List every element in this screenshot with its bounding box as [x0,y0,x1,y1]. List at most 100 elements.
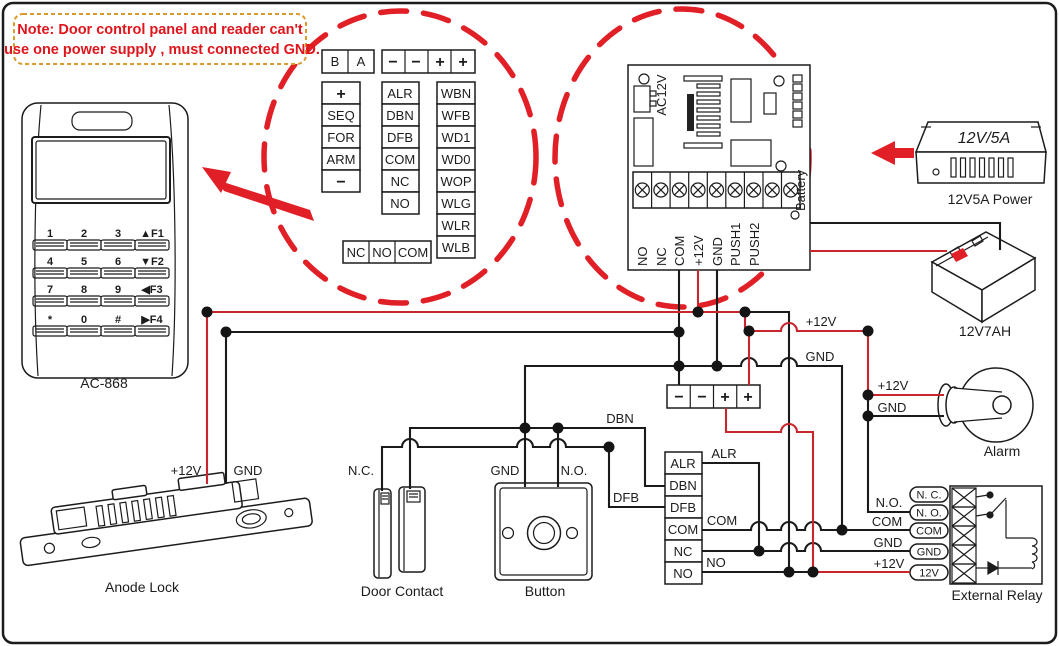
reader-control-column: + SEQ FOR ARM − [321,81,361,193]
key-f3: ◀F3 [134,284,170,307]
wires-black [224,221,1002,574]
svg-text:7: 7 [47,284,53,296]
board-ac-connector [633,85,651,113]
backup-battery: 12V7AH [930,231,1037,339]
anode-lock [19,471,313,567]
no-wire-label: NO [706,555,726,570]
svg-text:DFB: DFB [670,500,696,515]
reader-relay-block: NC NO COM [342,240,432,264]
svg-text:−: − [674,389,683,406]
relay-pill-no: N. O. [916,508,942,520]
alarm-gnd-label: GND [878,400,907,415]
svg-text:+: + [743,389,752,406]
svg-text:PUSH2: PUSH2 [747,223,762,266]
relay-pill-terminals: N. C. N. O. COM GND 12V [909,486,949,581]
reader-power-block: − − + + [381,49,476,74]
svg-text:6: 6 [115,256,121,268]
svg-text:WOP: WOP [440,174,471,189]
svg-text:WLR: WLR [442,218,471,233]
power-supply-arrow [871,141,914,165]
reader-terminal-blocks: B A − − + + + SEQ FOR ARM − ALR DBN DFB … [321,49,476,264]
door-contact-nc-label: N.C. [348,463,374,478]
svg-text:+: + [720,389,729,406]
svg-text:8: 8 [81,284,87,296]
svg-text:+12V: +12V [691,235,706,266]
external-relay: N. C. N. O. COM GND 12V External Relay [909,485,1043,603]
svg-text:GND: GND [710,237,725,266]
svg-text:ALR: ALR [670,456,695,471]
reader-model-label: AC-868 [80,375,128,391]
board-relay [730,139,772,167]
svg-text:▲F1: ▲F1 [140,228,164,240]
svg-text:WLG: WLG [441,196,471,211]
svg-text:−: − [336,174,345,191]
dbn-wire-label: DBN [606,411,633,426]
svg-text:*: * [48,314,53,326]
reader-keypad: 1 2 3 ▲F1 4 5 6 ▼F2 7 8 9 ◀F3 * 0 # ▶F4 [32,228,170,337]
svg-text:WD0: WD0 [442,152,471,167]
svg-text:WD1: WD1 [442,130,471,145]
svg-text:−: − [411,54,420,71]
rail-gnd-label: GND [806,349,835,364]
note-line-2: use one power supply , must connected GN… [4,42,320,58]
lock-gnd-label: GND [234,463,263,478]
battery-terminal-mark [951,248,968,262]
alarm-12v-label: +12V [878,378,909,393]
svg-text:PUSH1: PUSH1 [728,223,743,266]
reader-display [31,136,171,204]
svg-text:NC: NC [654,247,669,266]
svg-text:4: 4 [47,256,54,268]
reader-comm-block: B A [321,49,375,74]
relay-terminal-cells [951,487,977,584]
button-label: Button [525,583,565,599]
battery-label: 12V7AH [959,323,1011,339]
wire-labels: +12V GND +12V GND DBN DFB ALR COM NO N.O… [606,314,908,571]
key-3: 3 [100,228,136,251]
alr-wire-label: ALR [711,446,736,461]
svg-text:COM: COM [385,152,415,167]
board-ac-label: AC12V [654,74,669,116]
key-f2: ▼F2 [134,256,170,279]
door-contact-label: Door Contact [361,583,444,599]
board-capacitor [633,117,654,167]
svg-text:▶F4: ▶F4 [140,314,163,326]
svg-text:DBN: DBN [669,478,696,493]
alarm-label: Alarm [984,443,1021,459]
svg-text:◀F3: ◀F3 [140,284,162,296]
svg-text:3: 3 [115,228,121,240]
power-supply-label: 12V5A Power [948,191,1033,207]
exit-button [494,482,593,581]
svg-text:NO: NO [390,196,410,211]
lock-12v-label: +12V [171,463,202,478]
svg-text:#: # [115,314,121,326]
relay-com-wire-label: COM [872,514,902,529]
relay-pill-12v: 12V [919,568,939,580]
relay-no-wire-label: N.O. [876,495,903,510]
junction-dots [201,306,874,578]
svg-text:▼F2: ▼F2 [140,256,164,268]
note-box: Note: Door control panel and reader can'… [4,13,320,65]
junction-block: − − + + [666,384,761,409]
key-2: 2 [66,228,102,251]
svg-text:NO: NO [372,245,392,260]
svg-text:5: 5 [81,256,87,268]
svg-text:WLB: WLB [442,240,470,255]
svg-text:WFB: WFB [442,108,471,123]
door-contact [373,486,426,579]
key-f1: ▲F1 [134,228,170,251]
board-battery-label: Battery [793,169,808,211]
board-terminal-strip [632,171,801,209]
relay-pill-nc: N. C. [916,490,941,502]
power-supply-marking: 12V/5A [958,130,1010,147]
button-gnd-label: GND [491,463,520,478]
dfb-wire-label: DFB [613,490,639,505]
svg-text:+: + [336,86,345,103]
reader-pointer-arrow [202,167,314,221]
svg-text:NC: NC [674,544,693,559]
svg-text:NC: NC [347,245,366,260]
relay-gnd-wire-label: GND [874,535,903,550]
reader-speaker-slot [71,111,133,131]
svg-text:−: − [697,389,706,406]
